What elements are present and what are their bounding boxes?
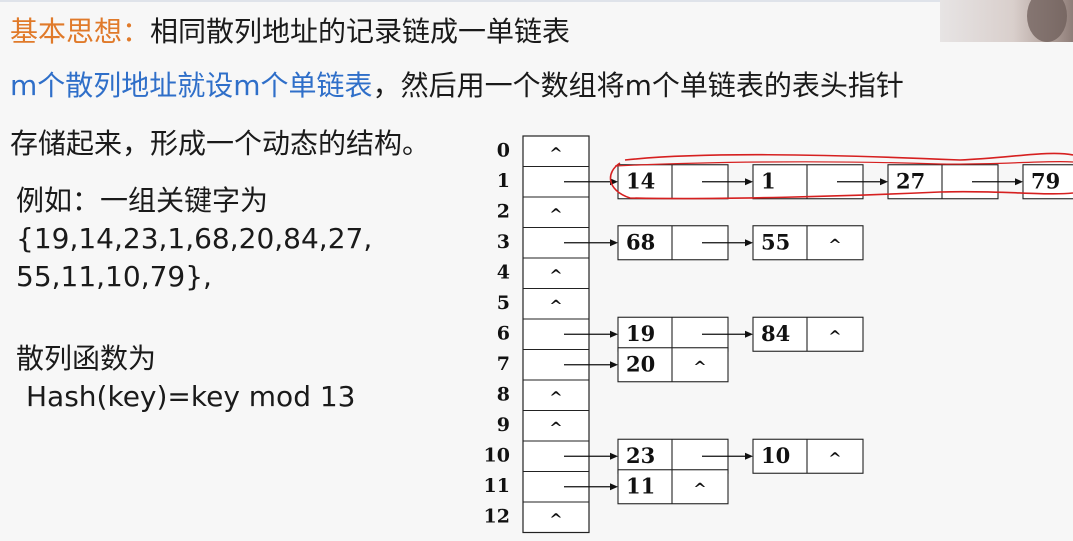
- null-pointer-mark: ^: [828, 449, 841, 468]
- example-keys-line-2: 55,11,10,79},: [16, 260, 212, 293]
- array-index-label: 1: [497, 170, 510, 192]
- null-pointer-mark: ^: [549, 144, 562, 163]
- presenter-webcam: [940, 0, 1073, 42]
- array-index-label: 0: [497, 139, 510, 161]
- head-pointer-arrow-head: [610, 452, 618, 460]
- list-node-key: 23: [626, 443, 655, 468]
- top-divider: [0, 0, 940, 2]
- example-intro: 例如：一组关键字为: [16, 184, 269, 217]
- null-pointer-mark: ^: [549, 388, 562, 407]
- null-pointer-mark: ^: [828, 235, 841, 254]
- array-index-label: 10: [484, 444, 510, 466]
- null-pointer-mark: ^: [828, 327, 841, 346]
- list-node-key: 84: [761, 321, 790, 346]
- head-pointer-arrow-head: [610, 239, 618, 247]
- null-pointer-mark: ^: [549, 418, 562, 437]
- array-index-label: 3: [497, 231, 510, 253]
- hash-function-formula: Hash(key)=key mod 13: [26, 380, 356, 413]
- example-block: 例如：一组关键字为 {19,14,23,1,68,20,84,27, 55,11…: [16, 182, 372, 296]
- array-index-label: 6: [497, 322, 510, 344]
- basic-idea-label: 基本思想：: [10, 15, 151, 48]
- null-pointer-mark: ^: [549, 510, 562, 529]
- next-pointer-arrow-head: [880, 178, 888, 186]
- null-pointer-mark: ^: [549, 266, 562, 285]
- head-pointer-arrow-head: [610, 483, 618, 491]
- next-pointer-arrow-head: [745, 452, 753, 460]
- presenter-avatar: [1027, 0, 1067, 42]
- list-node-key: 27: [896, 168, 925, 193]
- list-node: [752, 316, 864, 352]
- hash-function-label: 散列函数为: [16, 342, 157, 375]
- example-keys-line-1: {19,14,23,1,68,20,84,27,: [16, 222, 373, 255]
- array-index-label: 7: [497, 353, 510, 375]
- annotation-stroke-bottom: [609, 162, 1073, 200]
- list-node-key: 55: [761, 229, 790, 254]
- array-index-label: 5: [497, 292, 510, 314]
- array-index-label: 12: [484, 505, 510, 527]
- null-pointer-mark: ^: [549, 296, 562, 315]
- null-pointer-mark: ^: [693, 479, 706, 498]
- list-node-key: 10: [761, 443, 790, 468]
- annotation-stroke-mid: [614, 160, 1073, 167]
- next-pointer-arrow-head: [1015, 178, 1023, 186]
- annotation-stroke-top: [624, 152, 1073, 161]
- basic-idea-line: 基本思想：相同散列地址的记录链成一单链表: [10, 10, 570, 50]
- list-node: [752, 225, 864, 261]
- list-node-key: 79: [1031, 168, 1060, 193]
- list-node-key: 14: [626, 168, 655, 193]
- basic-idea-body: 相同散列地址的记录链成一单链表: [150, 15, 571, 48]
- null-pointer-mark: ^: [549, 205, 562, 224]
- list-node: [617, 347, 729, 383]
- array-index-label: 8: [497, 383, 510, 405]
- null-pointer-mark: ^: [693, 357, 706, 376]
- array-index-label: 9: [497, 414, 510, 436]
- list-node-key: 11: [626, 473, 655, 498]
- head-pointer-arrow-head: [610, 330, 618, 338]
- list-node-key: 20: [626, 351, 655, 376]
- array-index-label: 11: [484, 475, 510, 497]
- array-index-label: 2: [497, 200, 510, 222]
- array-index-label: 4: [497, 261, 510, 283]
- description-line-2: 存储起来，形成一个动态的结构。: [10, 127, 431, 160]
- next-pointer-arrow-head: [745, 330, 753, 338]
- description-line-1: m个散列地址就设m个单链表，然后用一个数组将m个单链表的表头指针: [10, 64, 904, 104]
- description-highlight: m个散列地址就设m个单链表: [10, 69, 373, 102]
- list-node-key: 68: [626, 229, 655, 254]
- list-node: [752, 438, 864, 474]
- next-pointer-arrow-head: [745, 178, 753, 186]
- list-node-key: 1: [761, 168, 776, 193]
- head-pointer-arrow-head: [610, 361, 618, 369]
- description-rest: ，然后用一个数组将m个单链表的表头指针: [372, 69, 904, 102]
- next-pointer-arrow-head: [745, 239, 753, 247]
- list-node: [617, 469, 729, 505]
- list-node-key: 19: [626, 321, 655, 346]
- hash-function-block: 散列函数为 Hash(key)=key mod 13: [16, 340, 356, 416]
